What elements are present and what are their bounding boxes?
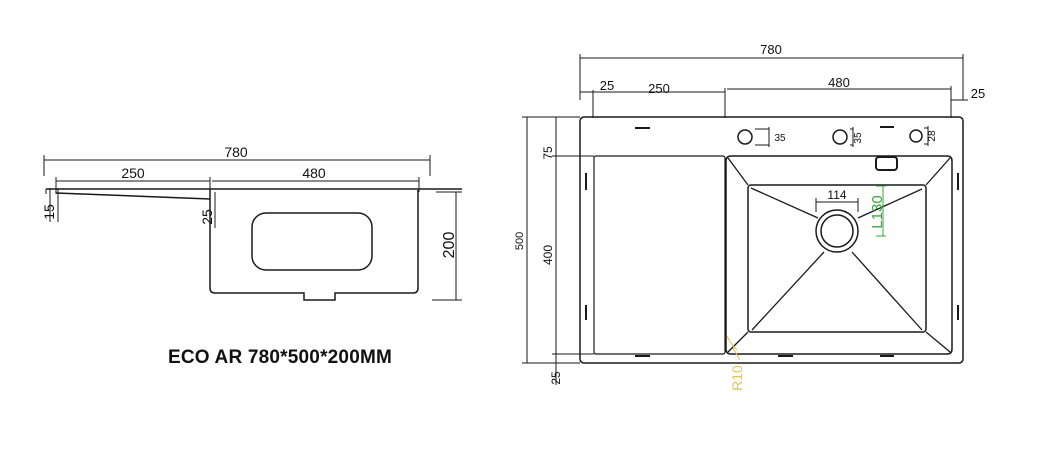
top-label-75: 75 (541, 146, 555, 160)
radius-label-r10: R10 (729, 365, 745, 391)
top-label-400: 400 (541, 245, 555, 265)
drain-inner (820, 214, 854, 248)
overflow-annotation (876, 185, 886, 237)
top-label-margin-left: 25 (600, 78, 614, 93)
side-bowl-window (251, 212, 373, 271)
top-label-780: 780 (760, 42, 782, 57)
top-label-500: 500 (514, 232, 526, 250)
mounting-slots (585, 126, 959, 357)
top-label-margin-right: 25 (971, 86, 985, 101)
side-view-labels: 780 250 480 15 25 200 (41, 144, 458, 258)
top-bowl-inner (747, 184, 927, 333)
side-label-200: 200 (441, 232, 458, 259)
overflow-label-l130: L130 (869, 195, 886, 228)
radius-annotation (726, 335, 741, 361)
top-label-480: 480 (828, 75, 850, 90)
side-label-15: 15 (41, 204, 57, 220)
drain-outer (815, 209, 859, 253)
side-drainer-slope (55, 192, 211, 200)
side-label-250: 250 (121, 165, 145, 181)
tap-hole-3-label: 28 (927, 130, 938, 142)
side-view (43, 155, 462, 301)
tap-hole-1-label: 35 (774, 133, 786, 144)
tap-hole-3 (909, 129, 923, 143)
top-view (522, 54, 968, 385)
tap-hole-2 (832, 129, 848, 145)
tap-hole-2-label: 35 (853, 132, 864, 144)
top-label-bottom-25: 25 (549, 371, 563, 385)
top-drainer-area (593, 155, 726, 355)
side-label-25: 25 (199, 209, 215, 225)
top-label-250: 250 (648, 81, 670, 96)
model-caption: ECO AR 780*500*200MM (168, 347, 393, 368)
top-bowl-outer (725, 155, 953, 355)
tap-hole-1 (737, 129, 753, 145)
side-label-480: 480 (302, 165, 326, 181)
side-bowl-body (209, 190, 419, 301)
drain-label-114: 114 (827, 188, 846, 202)
top-view-labels: 780 25 250 480 25 500 75 400 25 35 35 28… (514, 42, 985, 391)
top-outer-plate (579, 116, 964, 364)
side-label-780: 780 (224, 144, 248, 160)
overflow-slot (875, 156, 898, 171)
